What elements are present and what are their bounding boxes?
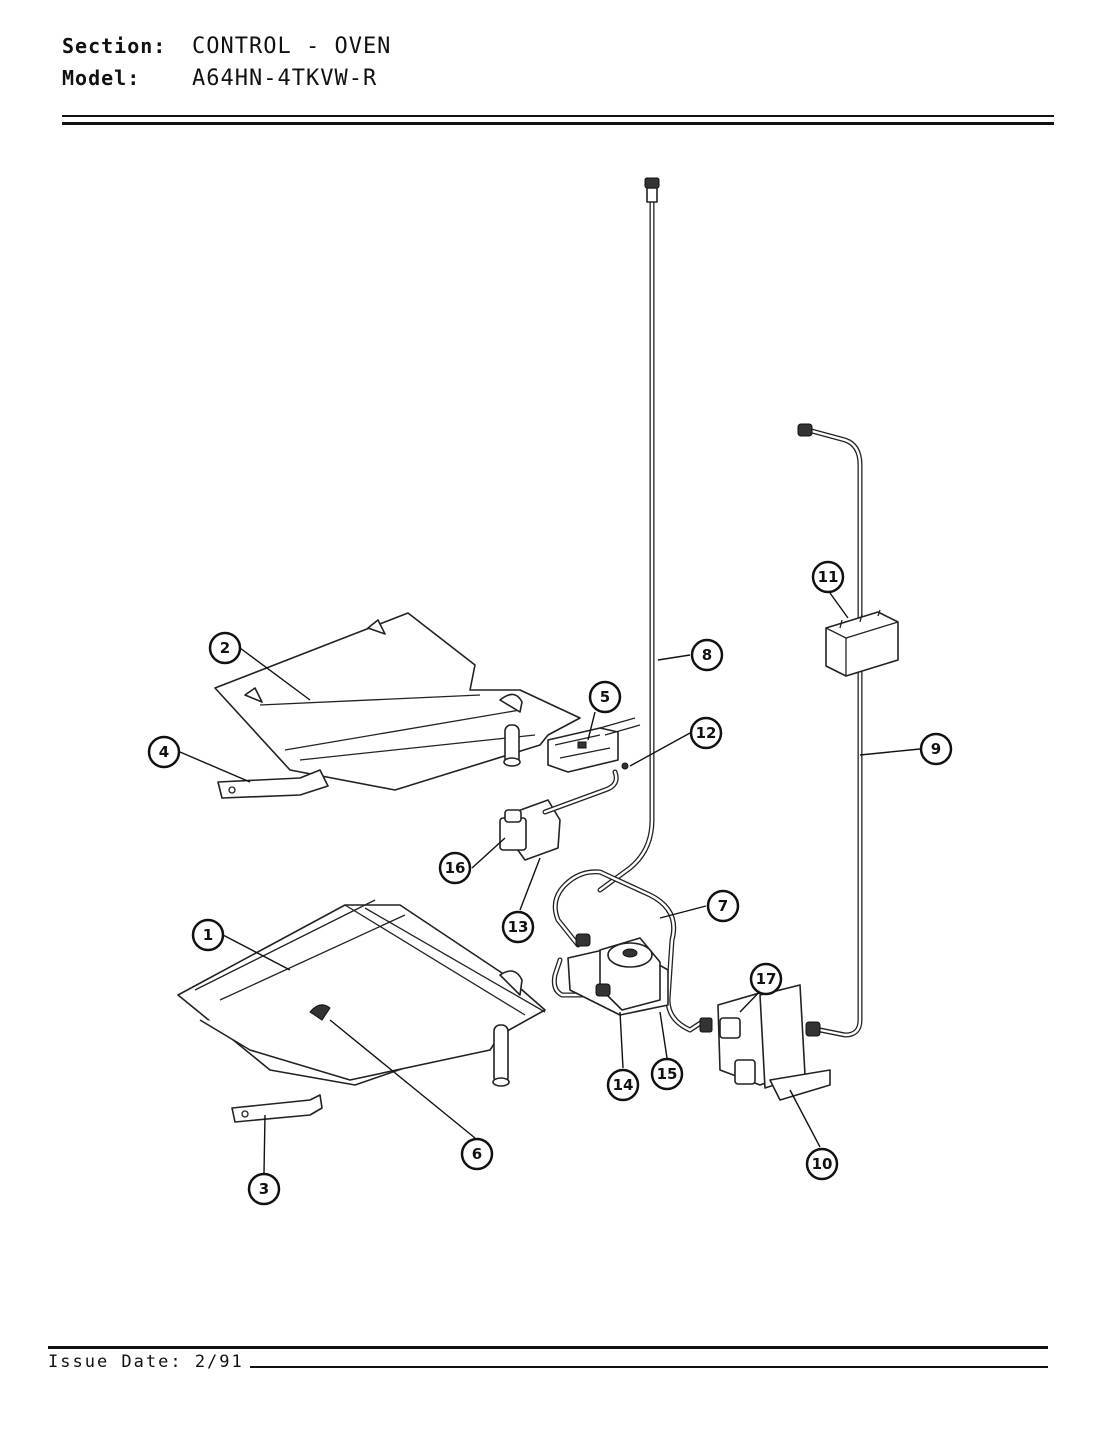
svg-text:10: 10 — [812, 1155, 833, 1173]
model-label: Model: — [62, 66, 141, 90]
svg-text:6: 6 — [472, 1145, 482, 1163]
svg-text:16: 16 — [445, 859, 466, 877]
callout-9: 9 — [919, 732, 953, 766]
section-label: Section: — [62, 34, 167, 58]
callout-8: 8 — [690, 638, 724, 672]
footer-rule-end — [250, 1366, 1048, 1368]
model-row: Model: A64HN-4TKVW-R — [62, 66, 377, 91]
part-10-thermostat — [699, 984, 831, 1101]
part-2-upper-burner — [214, 612, 581, 791]
section-value: CONTROL - OVEN — [192, 34, 392, 59]
svg-text:3: 3 — [259, 1180, 269, 1198]
svg-text:4: 4 — [159, 743, 169, 761]
callout-12: 12 — [689, 716, 723, 750]
callout-11: 11 — [811, 560, 845, 594]
part-12-screw — [621, 762, 629, 770]
svg-text:8: 8 — [702, 646, 712, 664]
part-8-tube — [597, 177, 660, 893]
svg-text:2: 2 — [220, 639, 230, 657]
part-5-ignitor — [547, 717, 641, 773]
part-11-relay — [825, 609, 899, 677]
part-4-upper-bracket — [217, 769, 329, 799]
part-9-tube — [797, 423, 863, 1038]
header-rule-bottom — [62, 122, 1054, 125]
svg-text:12: 12 — [696, 724, 717, 742]
callout-17: 17 — [749, 962, 783, 996]
callout-5: 5 — [588, 680, 622, 714]
callout-15: 15 — [650, 1057, 684, 1091]
part-7-tube — [551, 869, 708, 1033]
part-1-lower-burner — [177, 899, 546, 1087]
callout-16: 16 — [438, 851, 472, 885]
callout-7: 7 — [706, 889, 740, 923]
svg-text:13: 13 — [508, 918, 529, 936]
svg-text:11: 11 — [818, 568, 839, 586]
callout-13: 13 — [501, 910, 535, 944]
svg-text:15: 15 — [657, 1065, 678, 1083]
leader-lines — [179, 592, 921, 1174]
svg-text:5: 5 — [600, 688, 610, 706]
callout-10: 10 — [805, 1147, 839, 1181]
svg-text:7: 7 — [718, 897, 728, 915]
part-14-regulator — [567, 933, 669, 1016]
callout-14: 14 — [606, 1068, 640, 1102]
part-16-valve — [499, 769, 619, 861]
part-3-lower-bracket — [231, 1094, 323, 1123]
section-row: Section: CONTROL - OVEN — [62, 34, 391, 59]
callout-1: 1 — [191, 918, 225, 952]
part-6-clip — [309, 1004, 331, 1021]
model-value: A64HN-4TKVW-R — [192, 66, 378, 91]
callout-2: 2 — [208, 631, 242, 665]
footer-rule — [48, 1346, 1048, 1349]
svg-text:14: 14 — [613, 1076, 634, 1094]
callout-6: 6 — [460, 1137, 494, 1171]
callout-4: 4 — [147, 735, 181, 769]
svg-text:17: 17 — [756, 970, 777, 988]
issue-date: Issue Date: 2/91 — [48, 1352, 244, 1372]
svg-text:1: 1 — [203, 926, 213, 944]
svg-text:9: 9 — [931, 740, 941, 758]
callout-3: 3 — [247, 1172, 281, 1206]
header-rule-top — [62, 115, 1054, 117]
